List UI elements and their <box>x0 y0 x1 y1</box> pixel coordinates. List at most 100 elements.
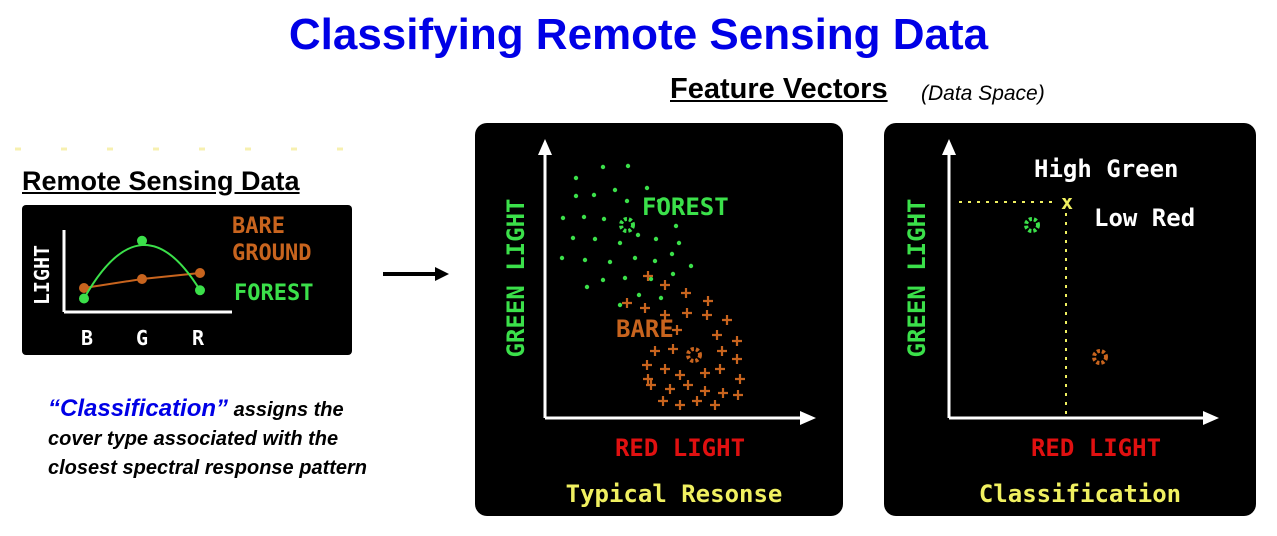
rs-y-label: LIGHT <box>30 245 54 305</box>
bare-sample-point <box>702 310 712 320</box>
unknown-pixel-marker: x <box>1061 190 1073 214</box>
remote-sensing-panel: LIGHT B G R BARE GROUND FOREST <box>22 205 352 355</box>
bare-sample-point <box>660 310 670 320</box>
bare-sample-point <box>643 271 653 281</box>
high-green-label: High Green <box>1034 155 1179 183</box>
bare-sample-point <box>700 368 710 378</box>
bare-sample-point <box>650 346 660 356</box>
forest-sample-point <box>584 284 590 290</box>
bare-sample-point <box>665 384 675 394</box>
bare-sample-point <box>646 380 656 390</box>
forest-centroid-icon <box>619 217 635 233</box>
forest-sample-point <box>652 258 658 264</box>
forest-sample-point <box>632 255 638 261</box>
forest-sample-point <box>625 163 631 169</box>
bare-sample-point <box>710 400 720 410</box>
caption-close-quote: ” <box>216 395 229 422</box>
forest-point-cloud <box>559 163 694 308</box>
bare-sample-point <box>640 303 650 313</box>
bare-sample-point <box>717 346 727 356</box>
bare-sample-point <box>660 280 670 290</box>
forest-sample-point <box>635 232 641 238</box>
class-y-arrow-icon <box>942 139 956 155</box>
forest-sample-point <box>570 235 576 241</box>
rs-series-point <box>195 285 205 296</box>
forest-sample-point <box>560 215 566 221</box>
bare-sample-point <box>675 370 685 380</box>
forest-sample-point <box>636 292 642 298</box>
bare-sample-point <box>675 400 685 410</box>
bare-sample-point <box>718 388 728 398</box>
class-panel-caption: Classification <box>979 480 1181 508</box>
rs-series-point <box>137 274 147 284</box>
typical-y-label: GREEN LIGHT <box>502 199 530 358</box>
classification-panel: GREEN LIGHT RED LIGHT x High Green Low R… <box>884 123 1256 516</box>
rs-x-label-b: B <box>81 326 93 350</box>
legend-bare-line2: GROUND <box>232 241 311 266</box>
forest-sample-point <box>648 276 654 282</box>
forest-sample-point <box>607 259 613 265</box>
classification-caption: “Classification” assigns the cover type … <box>48 394 448 483</box>
typical-x-label: RED LIGHT <box>615 434 745 462</box>
forest-sample-point <box>673 223 679 229</box>
bare-sample-point <box>672 325 682 335</box>
caption-line-3: closest spectral response pattern <box>48 457 368 479</box>
bare-sample-point <box>683 380 693 390</box>
legend-bare-line1: BARE <box>232 214 285 239</box>
bare-sample-point <box>643 374 653 384</box>
rs-series-point <box>79 293 89 304</box>
bare-sample-point <box>732 336 742 346</box>
rs-series-point <box>137 235 147 246</box>
rs-series-point <box>79 283 89 293</box>
class-x-label: RED LIGHT <box>1031 434 1161 462</box>
forest-sample-point <box>612 187 618 193</box>
bare-sample-point <box>712 330 722 340</box>
page-title: Classifying Remote Sensing Data <box>288 10 989 59</box>
typical-response-panel: GREEN LIGHT RED LIGHT FOREST BARE Typica… <box>475 123 843 516</box>
bare-sample-point <box>660 364 670 374</box>
caption-line-1: assigns the <box>228 399 344 421</box>
bare-sample-point <box>658 396 668 406</box>
rs-series-point <box>195 268 205 278</box>
bare-centroid-icon <box>1092 349 1108 365</box>
class-x-arrow-icon <box>1203 411 1219 425</box>
forest-sample-point <box>658 295 664 301</box>
spectral-response-chart: LIGHT B G R BARE GROUND FOREST <box>30 214 313 350</box>
bare-sample-point <box>715 364 725 374</box>
right-arrow-icon <box>383 267 449 281</box>
forest-sample-point <box>600 277 606 283</box>
forest-sample-point <box>669 251 675 257</box>
forest-sample-point <box>582 257 588 263</box>
rs-x-label-g: G <box>136 326 148 350</box>
forest-sample-point <box>622 275 628 281</box>
bare-sample-point <box>668 344 678 354</box>
forest-sample-point <box>592 236 598 242</box>
bare-cluster-label: BARE <box>616 315 674 343</box>
forest-cluster-label: FOREST <box>642 193 729 221</box>
bare-point-cloud <box>622 271 745 410</box>
forest-sample-point <box>573 175 579 181</box>
bare-centroid-icon <box>686 347 702 363</box>
forest-sample-point <box>600 164 606 170</box>
bare-sample-point <box>681 288 691 298</box>
forest-sample-point <box>644 185 650 191</box>
forest-sample-point <box>656 198 662 204</box>
feature-vectors-subtitle: (Data Space) <box>921 82 1045 105</box>
rs-series-line <box>83 244 201 299</box>
forest-sample-point <box>573 193 579 199</box>
forest-sample-point <box>676 240 682 246</box>
forest-sample-point <box>601 216 607 222</box>
feature-vectors-title: Feature Vectors <box>670 73 888 105</box>
bare-sample-point <box>735 374 745 384</box>
caption-open-quote: “ <box>48 395 60 422</box>
forest-sample-point <box>688 263 694 269</box>
caption-keyword: Classification <box>60 395 217 422</box>
typical-response-plot: GREEN LIGHT RED LIGHT FOREST BARE Typica… <box>502 139 816 508</box>
typical-y-arrow-icon <box>538 139 552 155</box>
bare-sample-point <box>722 315 732 325</box>
forest-sample-point <box>581 214 587 220</box>
forest-sample-point <box>617 240 623 246</box>
classification-plot: GREEN LIGHT RED LIGHT x High Green Low R… <box>903 139 1219 508</box>
rs-x-label-r: R <box>192 326 205 350</box>
forest-sample-point <box>624 198 630 204</box>
